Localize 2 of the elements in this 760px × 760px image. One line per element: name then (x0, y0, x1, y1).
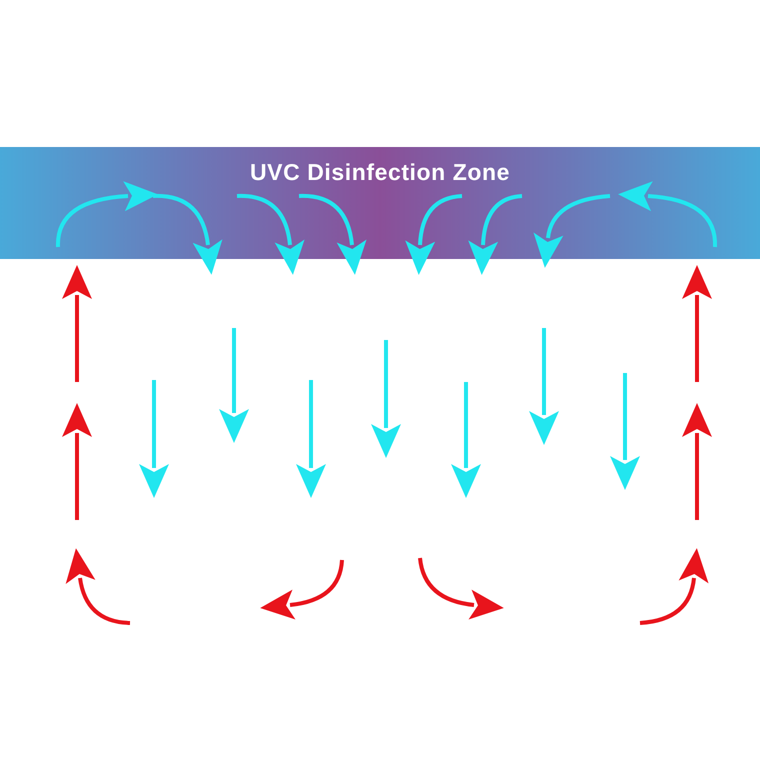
disinfection-band (0, 147, 760, 259)
zone-title: UVC Disinfection Zone (250, 158, 510, 187)
